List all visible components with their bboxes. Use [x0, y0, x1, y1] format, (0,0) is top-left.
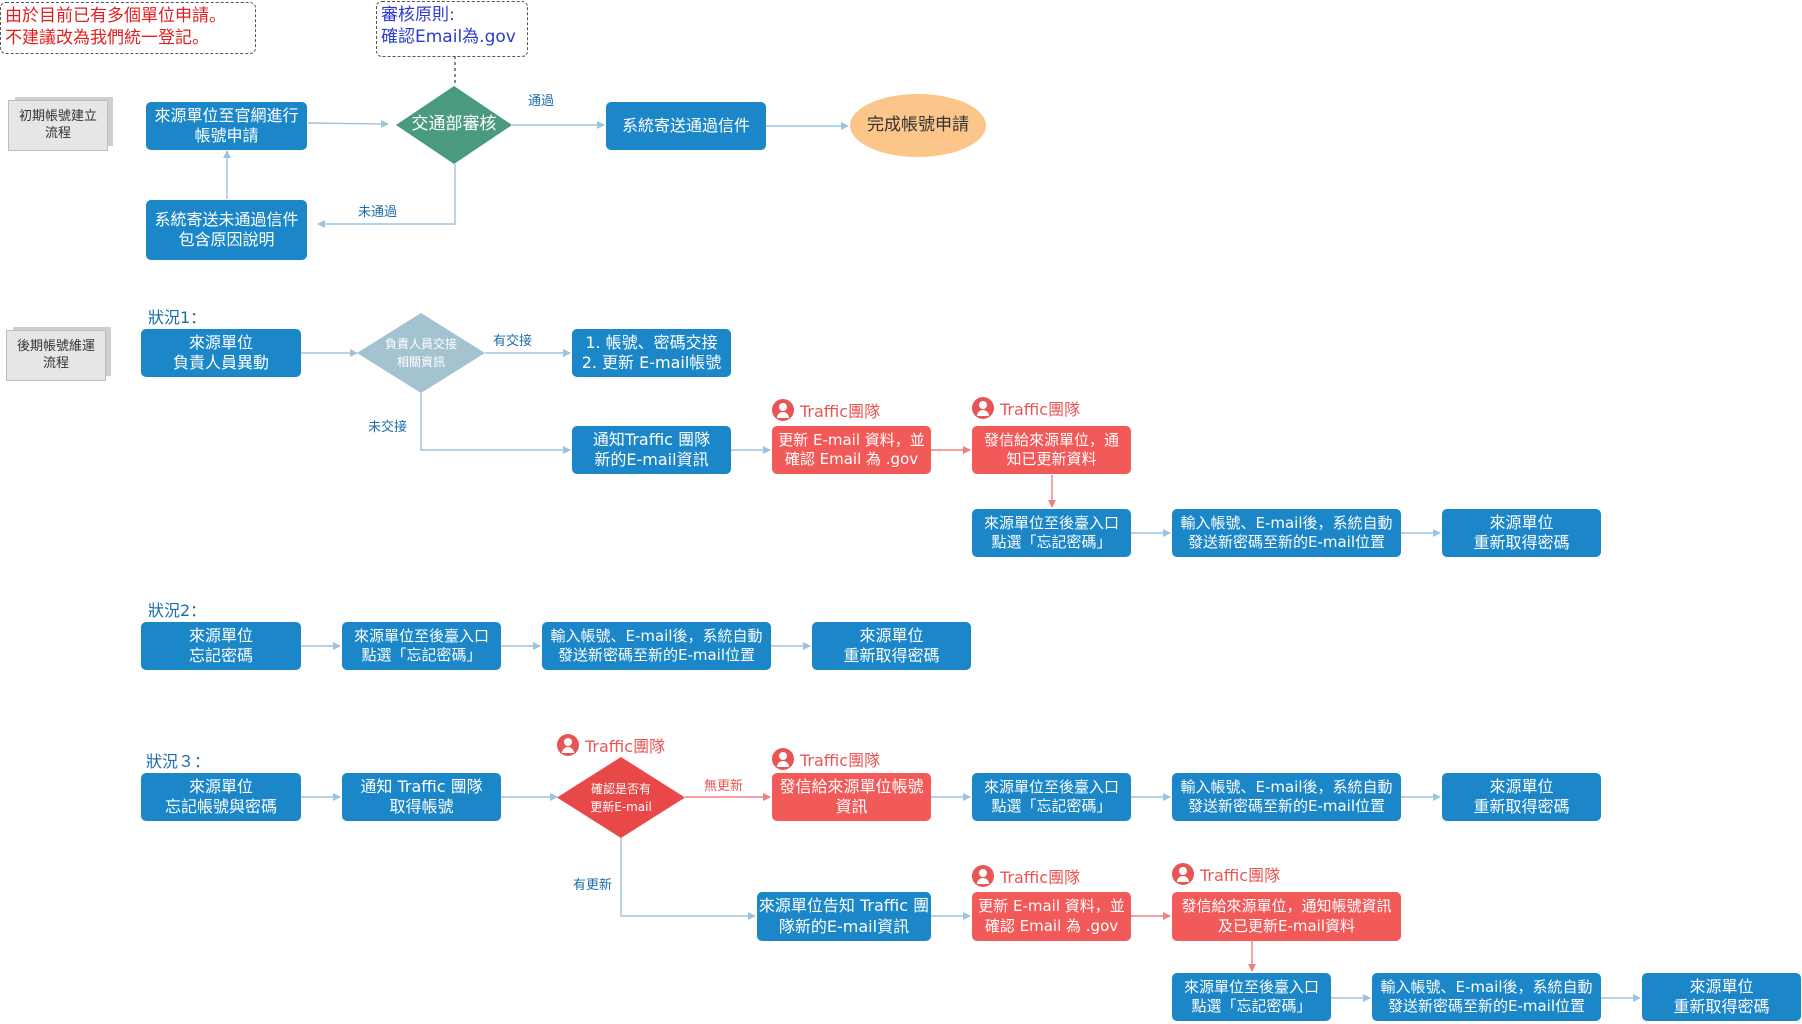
box-staff-change: 來源單位 負責人員異動 [141, 329, 301, 377]
box-forgot-password: 來源單位至後臺入口 點選「忘記密碼」 [972, 509, 1131, 557]
user-circle-icon [772, 748, 794, 770]
note-review-principle: 審核原則: 確認Email為.gov [376, 1, 528, 57]
box-forgot-password-start: 來源單位 忘記密碼 [141, 622, 301, 670]
oval-complete-application: 完成帳號申請 [850, 94, 986, 157]
diamond-handover-label: 負責人員交接 相關資訊 [384, 337, 457, 369]
arrow-apply-review [307, 119, 389, 128]
box-forgot-password: 來源單位至後臺入口 點選「忘記密碼」 [342, 622, 501, 670]
diamond-ministry-review-label: 交通部審核 [411, 114, 497, 135]
actor-traffic-team: Traffic團隊 [557, 733, 665, 757]
box-regain-password: 來源單位 重新取得密碼 [812, 622, 971, 670]
actor-traffic-team: Traffic團隊 [772, 398, 880, 422]
box-forgot-password: 來源單位至後臺入口 點選「忘記密碼」 [1172, 973, 1331, 1021]
actor-label: Traffic團隊 [800, 402, 881, 421]
actor-label: Traffic團隊 [1000, 400, 1081, 419]
situation-1-title: 狀況1： [148, 308, 207, 327]
actor-traffic-team: Traffic團隊 [772, 747, 880, 771]
tag-maintenance-flow: 後期帳號維運 流程 [6, 330, 106, 381]
label-handed-over: 有交接 [493, 334, 533, 349]
actor-traffic-team: Traffic團隊 [1172, 862, 1280, 886]
box-update-email: 更新 E-mail 資料，並 確認 Email 為 .gov [972, 892, 1131, 941]
situation-2-title: 狀況2： [148, 601, 207, 620]
box-input-account-email: 輸入帳號、E-mail後，系統自動 發送新密碼至新的E-mail位置 [1172, 773, 1401, 821]
box-input-account-email: 輸入帳號、E-mail後，系統自動 發送新密碼至新的E-mail位置 [1172, 509, 1401, 557]
box-notify-traffic-team: 通知Traffic 團隊 新的E-mail資訊 [572, 426, 731, 474]
actor-label: Traffic團隊 [800, 751, 881, 770]
box-forgot-account-password: 來源單位 忘記帳號與密碼 [141, 773, 301, 821]
box-send-account-and-email-notice: 發信給來源單位，通知帳號資訊 及已更新E-mail資料 [1172, 892, 1401, 941]
box-forgot-password: 來源單位至後臺入口 點選「忘記密碼」 [972, 773, 1131, 821]
user-circle-icon [772, 399, 794, 421]
box-input-account-email: 輸入帳號、E-mail後，系統自動 發送新密碼至新的E-mail位置 [542, 622, 771, 670]
situation-3-title: 狀況３： [146, 752, 211, 771]
box-input-account-email: 輸入帳號、E-mail後，系統自動 發送新密碼至新的E-mail位置 [1372, 973, 1601, 1021]
box-send-updated-notice: 發信給來源單位，通 知已更新資料 [972, 426, 1131, 474]
user-circle-icon [1172, 863, 1194, 885]
label-not-handed-over: 未交接 [368, 420, 408, 435]
user-circle-icon [972, 865, 994, 887]
user-circle-icon [557, 734, 579, 756]
tag-initial-account-flow: 初期帳號建立 流程 [8, 100, 108, 151]
box-regain-password: 來源單位 重新取得密碼 [1442, 773, 1601, 821]
box-update-email: 更新 E-mail 資料，並 確認 Email 為 .gov [772, 426, 931, 474]
actor-label: Traffic團隊 [585, 737, 666, 756]
arrow-review-fail [317, 164, 456, 228]
box-regain-password: 來源單位 重新取得密碼 [1642, 973, 1801, 1021]
box-handover-actions: 1. 帳號、密碼交接 2. 更新 E-mail帳號 [572, 329, 731, 377]
label-pass: 通過 [528, 94, 555, 109]
box-apply-account: 來源單位至官網進行 帳號申請 [146, 102, 307, 150]
diamond-ministry-review: 交通部審核 [396, 86, 512, 164]
user-circle-icon [972, 397, 994, 419]
diamond-email-updated-check: 確認是否有 更新E-mail [557, 757, 685, 838]
actor-traffic-team: Traffic團隊 [972, 396, 1080, 420]
label-updated: 有更新 [573, 878, 613, 893]
box-send-fail-mail: 系統寄送未通過信件 包含原因說明 [146, 200, 307, 260]
box-send-account-info: 發信給來源單位帳號 資訊 [772, 773, 931, 821]
box-regain-password: 來源單位 重新取得密碼 [1442, 509, 1601, 557]
actor-traffic-team: Traffic團隊 [972, 864, 1080, 888]
diamond-email-updated-label: 確認是否有 更新E-mail [590, 781, 652, 814]
actor-label: Traffic團隊 [1200, 866, 1281, 885]
box-inform-team-new-email: 來源單位告知 Traffic 團 隊新的E-mail資訊 [757, 892, 931, 941]
box-send-pass-mail: 系統寄送通過信件 [606, 102, 766, 150]
diamond-handover-check: 負責人員交接 相關資訊 [357, 313, 485, 393]
note-policy: 由於目前已有多個單位申請。 不建議改為我們統一登記。 [0, 2, 256, 54]
box-notify-team-get-account: 通知 Traffic 團隊 取得帳號 [342, 773, 501, 821]
label-fail: 未通過 [358, 205, 398, 220]
label-no-update: 無更新 [704, 779, 744, 794]
actor-label: Traffic團隊 [1000, 868, 1081, 887]
